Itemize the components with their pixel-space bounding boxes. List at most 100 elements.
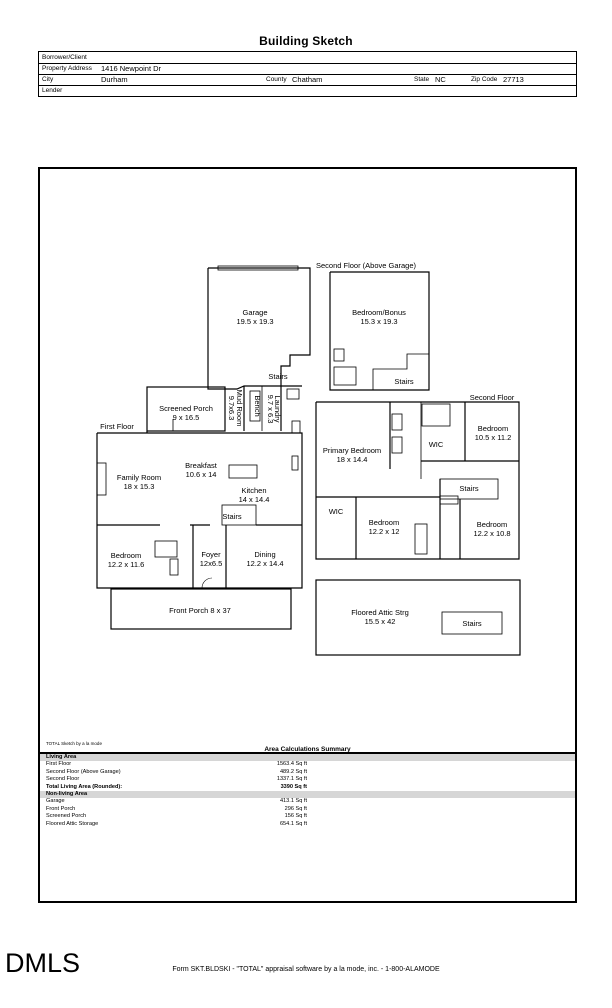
wic-1-label: WIC xyxy=(429,440,444,449)
mud-room-dim: 9.7x6.3 xyxy=(227,396,236,421)
laundry-dim: 9.7 x 6.3 xyxy=(266,395,275,424)
bonus-room-outline xyxy=(329,271,430,391)
nonliving-area-header: Non-living Area xyxy=(40,790,575,799)
state-label: State xyxy=(414,76,430,83)
calc-title: Area Calculations Summary xyxy=(264,746,351,753)
bedroom-4-dim: 12.2 x 10.8 xyxy=(473,529,510,538)
second-floor-tub xyxy=(414,523,428,555)
first-floor-label: First Floor xyxy=(100,422,134,431)
attic-stairs-label: Stairs xyxy=(462,619,481,628)
laundry-label: Laundry xyxy=(273,395,282,422)
dining-dim: 12.2 x 14.4 xyxy=(246,559,283,568)
main-stairs xyxy=(221,504,257,526)
primary-bedroom-dim: 18 x 14.4 xyxy=(337,455,368,464)
bedroom-3-label: Bedroom xyxy=(369,518,399,527)
primary-bedroom-label: Primary Bedroom xyxy=(323,446,381,455)
property-info-table: Borrower/Client Property Address 1416 Ne… xyxy=(38,51,577,97)
calc-header: TOTAL Sketch by a la mode Area Calculati… xyxy=(40,739,575,759)
calc-row: Second Floor (Above Garage)489.2 Sq ft xyxy=(46,768,307,775)
garage-outline xyxy=(207,267,311,390)
second-floor-label: Second Floor xyxy=(470,393,515,402)
bench-label: Bench xyxy=(253,395,262,416)
bonus-stairs-label: Stairs xyxy=(394,377,413,386)
attic-outline xyxy=(315,579,521,656)
kitchen-island xyxy=(228,464,258,479)
total-living-row: Total Living Area (Rounded):3390 Sq ft xyxy=(46,783,307,790)
front-porch-outline xyxy=(110,588,292,630)
city-value: Durham xyxy=(101,75,128,84)
county-value: Chatham xyxy=(292,75,323,84)
second-floor-stairs xyxy=(439,478,499,500)
page-title: Building Sketch xyxy=(259,34,353,48)
second-floor-outline xyxy=(315,401,520,560)
family-room-dim: 18 x 15.3 xyxy=(124,482,155,491)
foyer-dim: 12x6.5 xyxy=(200,559,223,568)
state-value: NC xyxy=(435,75,446,84)
foyer-label: Foyer xyxy=(201,550,221,559)
dining-label: Dining xyxy=(254,550,275,559)
second-floor-fireplace xyxy=(421,403,451,427)
garage-label: Garage xyxy=(242,308,267,317)
borrower-row: Borrower/Client xyxy=(39,52,576,64)
sketch-credit: TOTAL Sketch by a la mode xyxy=(46,741,102,746)
footer-text: Form SKT.BLDSKI - "TOTAL" appraisal soft… xyxy=(172,966,440,973)
screened-porch-dim: 9 x 16.5 xyxy=(173,413,200,422)
lender-row: Lender xyxy=(39,85,576,96)
city-row: City Durham County Chatham State NC Zip … xyxy=(39,74,576,86)
borrower-label: Borrower/Client xyxy=(42,54,87,61)
breakfast-label: Breakfast xyxy=(185,461,218,470)
garage-door xyxy=(217,265,299,271)
property-row: Property Address 1416 Newpoint Dr xyxy=(39,63,576,75)
bonus-dim: 15.3 x 19.3 xyxy=(360,317,397,326)
second-floor-stairs-label: Stairs xyxy=(459,484,478,493)
garage-stairs-label: Stairs xyxy=(268,372,287,381)
family-room-label: Family Room xyxy=(117,473,161,482)
bedroom-4-label: Bedroom xyxy=(477,520,507,529)
bath-fixtures xyxy=(169,558,179,576)
bedroom-3-dim: 12.2 x 12 xyxy=(369,527,400,536)
kitchen-label: Kitchen xyxy=(241,486,266,495)
first-floor-outline xyxy=(96,432,303,589)
second-floor-above-garage-label: Second Floor (Above Garage) xyxy=(316,261,417,270)
first-bedroom-label: Bedroom xyxy=(111,551,141,560)
bedroom-2-label: Bedroom xyxy=(478,424,508,433)
property-address: 1416 Newpoint Dr xyxy=(101,64,162,73)
kitchen-dim: 14 x 14.4 xyxy=(239,495,270,504)
screened-porch-label: Screened Porch xyxy=(159,404,213,413)
range xyxy=(291,455,299,471)
dmls-logo: DMLS xyxy=(5,948,81,978)
bench xyxy=(249,390,261,422)
mud-room-label: Mud Room xyxy=(235,390,244,427)
garage-dim: 19.5 x 19.3 xyxy=(236,317,273,326)
city-label: City xyxy=(42,76,54,83)
breakfast-dim: 10.6 x 14 xyxy=(186,470,217,479)
attic-dim: 15.5 x 42 xyxy=(365,617,396,626)
bonus-bath-sink xyxy=(333,348,345,362)
sink xyxy=(291,420,301,434)
main-stairs-label: Stairs xyxy=(222,512,241,521)
first-bedroom-dim: 12.2 x 11.6 xyxy=(108,560,145,569)
zip-label: Zip Code xyxy=(471,76,498,83)
wic-2-label: WIC xyxy=(329,507,344,516)
attic-stairs xyxy=(441,611,503,635)
bedroom-2-dim: 10.5 x 11.2 xyxy=(475,433,512,442)
floor-plan-drawing: Second Floor (Above Garage) Second Floor… xyxy=(96,261,521,656)
county-label: County xyxy=(266,76,287,83)
property-label: Property Address xyxy=(42,65,92,72)
lender-label: Lender xyxy=(42,87,63,94)
fireplace xyxy=(96,462,107,496)
living-area-header: Living Area xyxy=(40,754,575,762)
front-porch-label: Front Porch 8 x 37 xyxy=(169,606,231,615)
washer xyxy=(286,388,300,400)
bonus-tub xyxy=(333,366,357,386)
bonus-label: Bedroom/Bonus xyxy=(352,308,406,317)
front-door xyxy=(201,577,213,589)
bedroom-fireplace xyxy=(154,540,178,558)
